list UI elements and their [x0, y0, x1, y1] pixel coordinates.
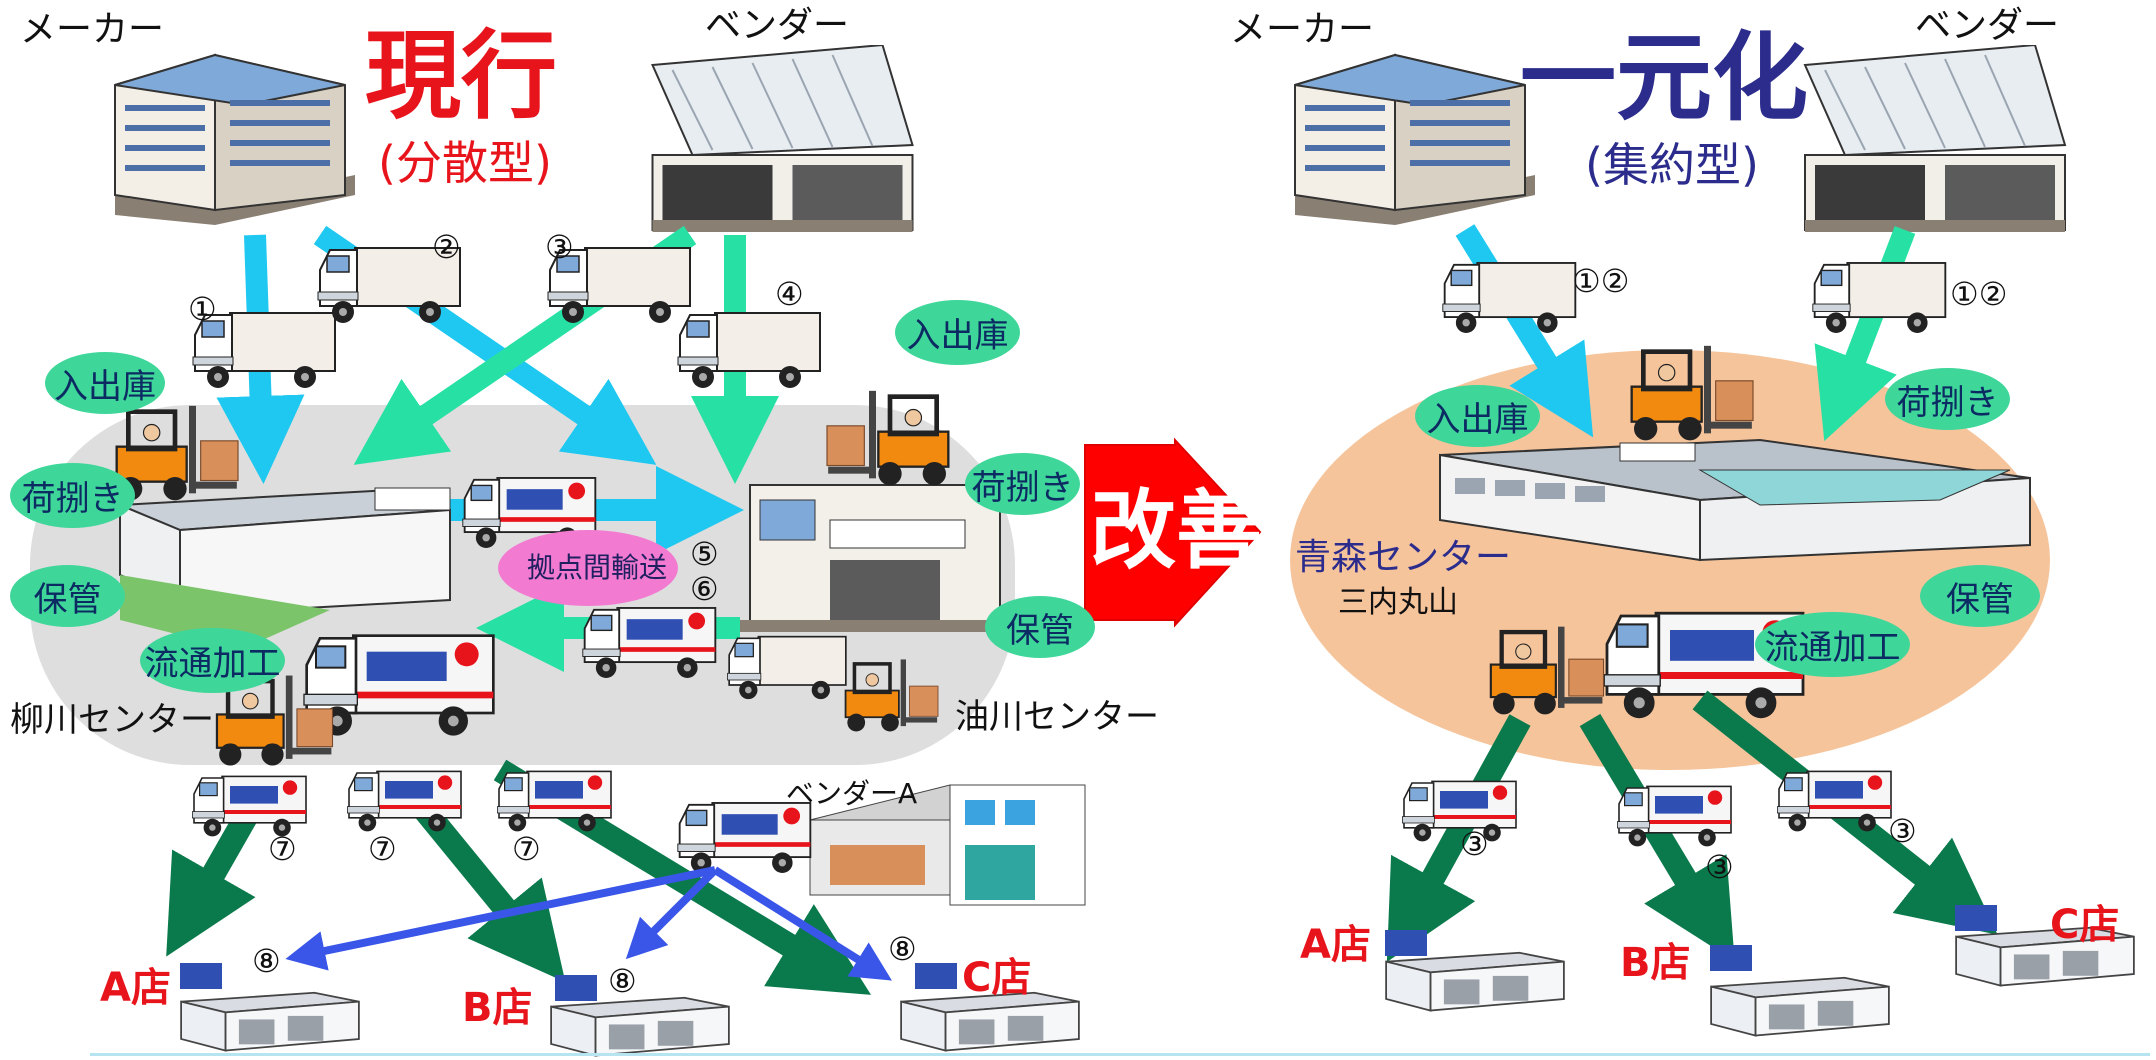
- task-bubble: 保管: [985, 596, 1095, 658]
- vendor-a-arrow: [285, 866, 716, 971]
- right-subtitle: (集約型): [1585, 138, 1759, 192]
- task-bubble: 保管: [1920, 565, 2040, 627]
- route-number: ⑦: [368, 830, 397, 868]
- center-a-label: 柳川センター: [10, 700, 214, 740]
- route-number: ⑧: [252, 942, 281, 980]
- task-bubble: 荷捌き: [10, 463, 135, 528]
- delivery-arrow: [166, 804, 261, 957]
- route-number: ⑦: [268, 830, 297, 868]
- task-bubble: 荷捌き: [1885, 368, 2010, 430]
- truck: [346, 770, 462, 833]
- route-number: ③: [1460, 825, 1489, 863]
- route-number: ②: [432, 228, 461, 266]
- truck: [1776, 770, 1892, 833]
- center-sublabel: 三内丸山: [1338, 585, 1458, 620]
- truck: [1441, 262, 1577, 334]
- store-sign: [555, 975, 597, 1001]
- maker-building: [113, 53, 357, 227]
- route-number: ③: [1705, 848, 1734, 886]
- store-label: A店: [100, 965, 171, 1011]
- task-bubble: 流通加工: [1755, 612, 1910, 677]
- store-sign: [180, 963, 222, 989]
- route-number: ④: [775, 275, 804, 313]
- task-bubble: 入出庫: [895, 300, 1020, 365]
- route-number: ⑥: [690, 570, 719, 608]
- truck: [677, 312, 821, 389]
- left-title: 現行: [365, 20, 557, 132]
- route-number: ⑦: [512, 830, 541, 868]
- vendor-a-label: ベンダーA: [786, 777, 918, 810]
- route-number: ⑤: [690, 535, 719, 573]
- route-number: ①②: [1572, 262, 1630, 300]
- store-label: A店: [1300, 922, 1371, 968]
- vendor-a-arrow: [712, 866, 892, 981]
- left-maker-label: メーカー: [20, 9, 165, 50]
- store: [1710, 976, 1890, 1037]
- improvement-label: 改善: [1090, 481, 1262, 581]
- task-bubble: 入出庫: [45, 352, 165, 414]
- route-number: ③: [545, 228, 574, 266]
- store: [550, 996, 730, 1057]
- store-label: B店: [1620, 940, 1691, 986]
- transfer-label: 拠点間輸送: [527, 551, 668, 584]
- truck: [496, 770, 612, 833]
- task-bubble: 保管: [10, 565, 125, 627]
- right-title: 一元化: [1520, 22, 1808, 134]
- left-subtitle: (分散型): [378, 136, 552, 190]
- task-bubble: 入出庫: [1415, 385, 1540, 447]
- vendor-building: [1803, 45, 2067, 234]
- store-label: C店: [962, 955, 1032, 1001]
- task-bubble: 流通加工: [140, 628, 285, 693]
- right-vendor-label: ベンダー: [1915, 5, 2060, 46]
- footer-line: [90, 1053, 2150, 1056]
- route-number: ⑧: [888, 930, 917, 968]
- transfer-pill: [498, 530, 678, 606]
- truck: [676, 802, 812, 874]
- center-label: 青森センター: [1295, 537, 1512, 578]
- route-number: ①②: [1950, 275, 2008, 313]
- store: [180, 991, 360, 1052]
- yanagawa-center-building: [119, 487, 451, 650]
- task-bubble: 荷捌き: [965, 453, 1080, 515]
- store-label: B店: [462, 985, 533, 1031]
- store-label: C店: [2050, 902, 2120, 948]
- store-sign: [1710, 945, 1752, 971]
- route-number: ①: [188, 290, 217, 328]
- store: [1385, 951, 1565, 1012]
- aomori-center-building: [1439, 438, 2031, 562]
- vendor-building: [651, 45, 914, 234]
- aburakawa-center-building: [740, 484, 1010, 632]
- vendor-a-building: [809, 784, 1086, 906]
- left-vendor-label: ベンダー: [705, 5, 850, 46]
- vendor-a-arrow: [625, 867, 718, 960]
- store-sign: [915, 963, 957, 989]
- maker-building: [1293, 53, 1537, 227]
- center-b-label: 油川センター: [955, 697, 1159, 737]
- right-maker-label: メーカー: [1230, 9, 1375, 50]
- route-number: ⑧: [608, 962, 637, 1000]
- route-number: ③: [1888, 812, 1917, 850]
- store-sign: [1385, 930, 1427, 956]
- store-sign: [1955, 905, 1997, 931]
